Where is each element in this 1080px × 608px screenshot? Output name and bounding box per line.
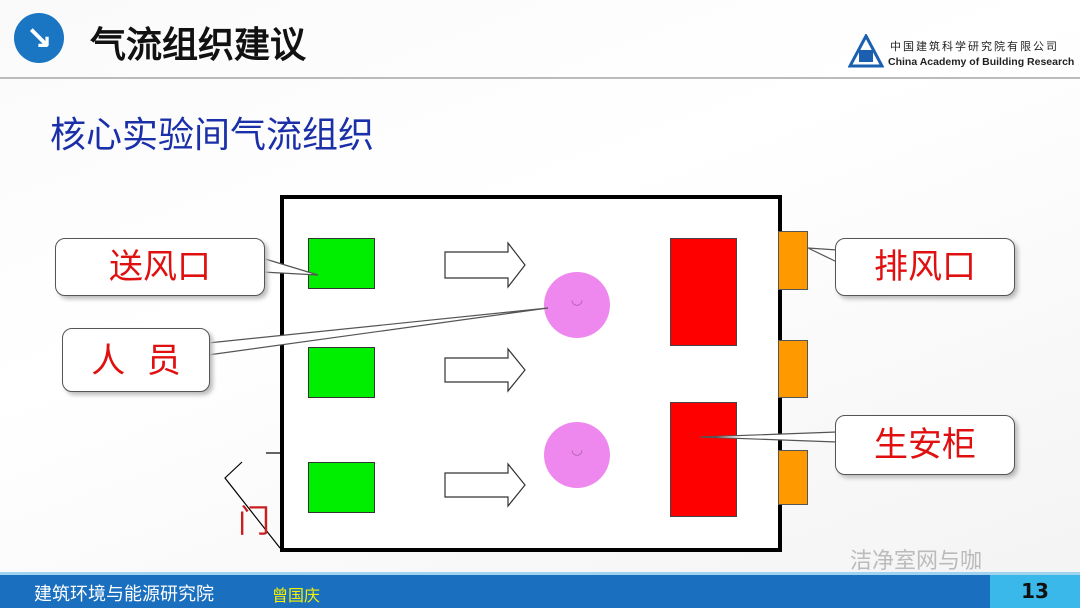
page-number: 13 xyxy=(990,575,1080,608)
biosafety-cabinet xyxy=(670,402,737,517)
callout-pointer xyxy=(699,431,838,443)
logo-name-en: China Academy of Building Research xyxy=(888,56,1075,68)
watermark: 洁净室网与咖 xyxy=(850,549,983,574)
airflow-arrow-icon xyxy=(444,347,526,393)
biosafety-cabinet xyxy=(670,238,737,346)
footer-bar xyxy=(0,575,1080,608)
cabr-logo xyxy=(848,34,884,68)
supply-vent xyxy=(308,347,375,398)
arrow-down-right-icon: ↘ xyxy=(14,13,64,63)
footer-band xyxy=(0,572,1080,575)
person-icon: ◡ xyxy=(544,422,610,488)
airflow-arrow-icon xyxy=(444,462,526,508)
logo-name-cn: 中国建筑科学研究院有限公司 xyxy=(890,40,1059,53)
callout-pointer xyxy=(807,247,838,263)
callout-pointer xyxy=(207,307,549,356)
header-divider xyxy=(0,77,1080,79)
callout-pointer xyxy=(261,257,319,276)
footer-organization: 建筑环境与能源研究院 xyxy=(34,584,214,605)
callout-supply-vent: 送风口 xyxy=(55,238,265,296)
slide-title: 气流组织建议 xyxy=(90,25,307,66)
exhaust-vent xyxy=(778,450,808,505)
door-symbol xyxy=(224,452,281,549)
exhaust-vent xyxy=(778,231,808,290)
callout-exhaust-vent: 排风口 xyxy=(835,238,1015,296)
airflow-arrow-icon xyxy=(444,241,526,289)
callout-personnel: 人 员 xyxy=(62,328,210,392)
exhaust-vent xyxy=(778,340,808,398)
supply-vent xyxy=(308,238,375,289)
supply-vent xyxy=(308,462,375,513)
footer-author: 曾国庆 xyxy=(272,586,321,605)
door-label: 门 xyxy=(238,502,271,540)
person-icon: ◡ xyxy=(544,272,610,338)
callout-biosafety-cabinet: 生安柜 xyxy=(835,415,1015,475)
slide-subtitle: 核心实验间气流组织 xyxy=(50,115,375,156)
